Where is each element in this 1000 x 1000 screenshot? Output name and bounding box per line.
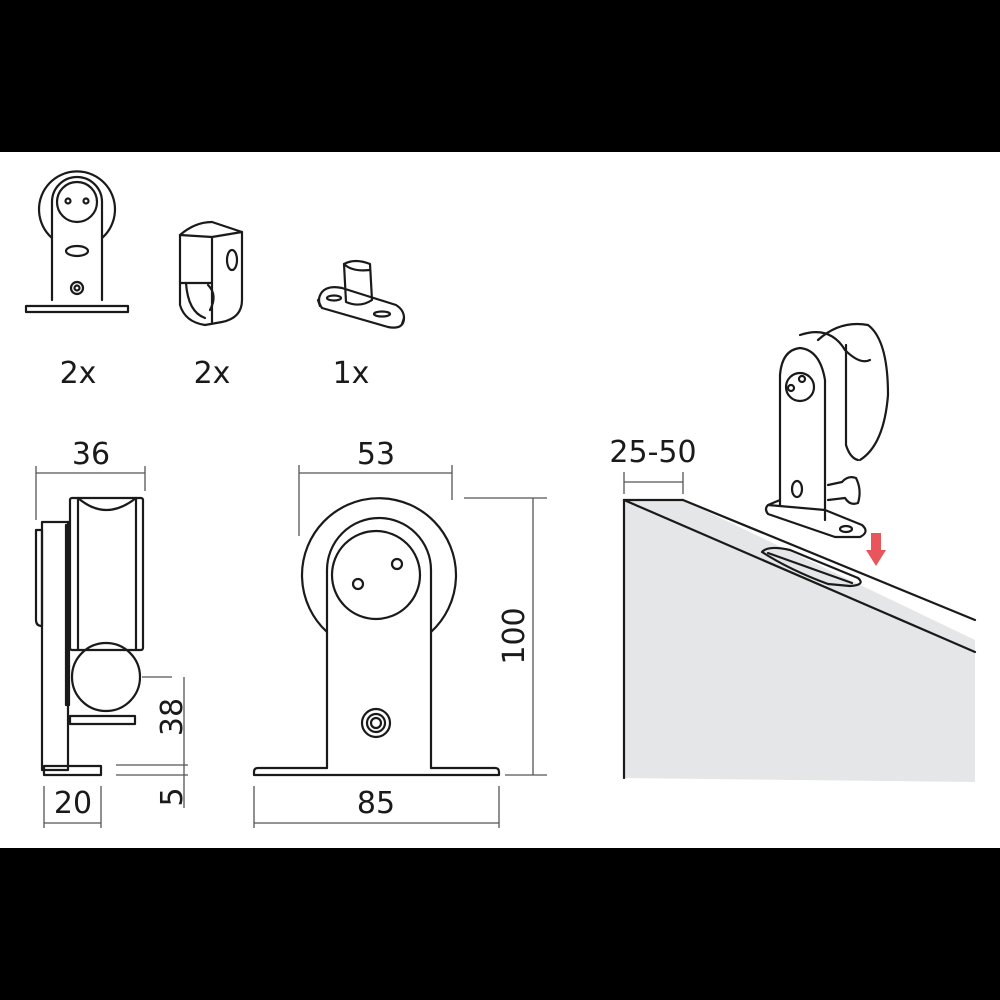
dimension-lines [35, 465, 684, 828]
door-install-drawing [622, 322, 977, 782]
dim-base-thickness: 5 [155, 787, 190, 806]
dim-lower-height: 38 [155, 698, 190, 736]
dim-side-width: 36 [72, 437, 110, 472]
floor-guide-icon [316, 259, 406, 329]
dim-wheel-width: 53 [357, 437, 395, 472]
qty-floor-guide: 1x [333, 356, 370, 391]
dim-door-thickness: 25-50 [609, 435, 696, 470]
dim-total-height: 100 [497, 607, 532, 664]
side-view-drawing [34, 496, 145, 777]
qty-roller-hanger: 2x [60, 356, 97, 391]
qty-anti-jump-stop: 2x [194, 356, 231, 391]
roller-hanger-icon [24, 170, 130, 314]
front-view-drawing [252, 497, 501, 777]
dim-base-depth: 20 [54, 786, 92, 821]
dim-base-width: 85 [357, 786, 395, 821]
insert-arrow-icon [866, 533, 886, 566]
anti-jump-stop-icon [178, 220, 244, 327]
